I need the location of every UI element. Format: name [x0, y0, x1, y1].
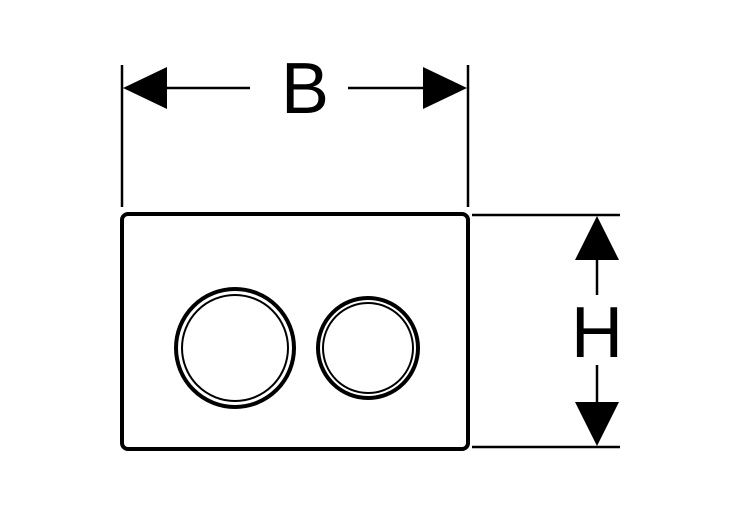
large-flush-button-icon [174, 287, 296, 409]
width-arrow-right-icon [423, 67, 467, 109]
small-flush-button-icon [316, 296, 420, 400]
height-arrow-up-icon [575, 216, 619, 260]
width-label: B [281, 49, 329, 129]
height-label: H [571, 293, 623, 373]
width-arrow-left-icon [123, 67, 167, 109]
height-arrow-down-icon [575, 402, 619, 446]
